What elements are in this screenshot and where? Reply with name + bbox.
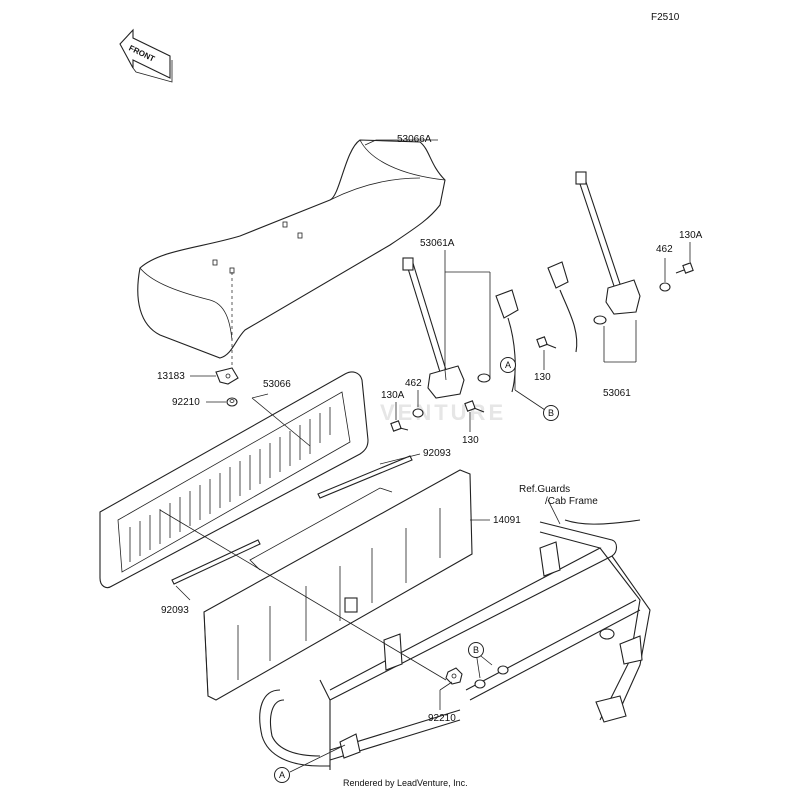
washer-462-left [412, 408, 424, 418]
part-label-92210-bottom: 92210 [428, 713, 456, 724]
part-label-92093-lower: 92093 [161, 605, 189, 616]
seat-belt-right [547, 171, 641, 353]
part-label-130a-left: 130A [381, 390, 405, 401]
part-label-53061a: 53061A [420, 238, 455, 249]
part-label-130-right: 130 [534, 372, 551, 383]
footer-credit: Rendered by LeadVenture, Inc. [343, 778, 468, 788]
part-label-53066a: 53066A [397, 134, 432, 145]
part-label-462-left: 462 [405, 378, 422, 389]
washer-462-right [659, 282, 671, 292]
watermark: VENTURE [380, 400, 507, 425]
part-label-92093-upper: 92093 [423, 448, 451, 459]
front-arrow-icon [119, 28, 173, 83]
nut-92210-bottom [445, 667, 463, 685]
bolt-130-right [536, 336, 557, 349]
bracket-13183 [215, 367, 239, 385]
bolt-130a-right [675, 262, 694, 274]
nut-92210-top [226, 397, 238, 407]
part-label-53061: 53061 [603, 388, 631, 399]
seat-cushion [137, 139, 446, 370]
part-label-14091: 14091 [493, 515, 521, 526]
leader-lines [159, 139, 691, 773]
part-label-130-mid: 130 [462, 435, 479, 446]
bolt-130a-left [390, 420, 409, 432]
ref-text-line1: Ref.Guards [519, 484, 571, 495]
panel-14091 [203, 469, 473, 701]
strip-92093-upper [317, 455, 413, 499]
seat-back [99, 371, 369, 589]
seat-belt-left [402, 257, 519, 399]
part-label-462-right: 462 [656, 244, 673, 255]
part-label-53066: 53066 [263, 379, 291, 390]
part-label-130a-right: 130A [679, 230, 703, 241]
callout-a-lower: A [274, 767, 290, 783]
cab-frame [259, 519, 651, 770]
part-label-13183: 13183 [157, 371, 185, 382]
part-label-92210-top: 92210 [172, 397, 200, 408]
bolt-130-mid [464, 400, 485, 413]
figure-code: F2510 [651, 12, 680, 23]
ref-text-line2: /Cab Frame [545, 496, 598, 507]
callout-b-lower: B [468, 642, 484, 658]
callout-a-upper: A [500, 357, 516, 373]
strip-92093-lower [171, 539, 261, 585]
callout-b-upper: B [543, 405, 559, 421]
